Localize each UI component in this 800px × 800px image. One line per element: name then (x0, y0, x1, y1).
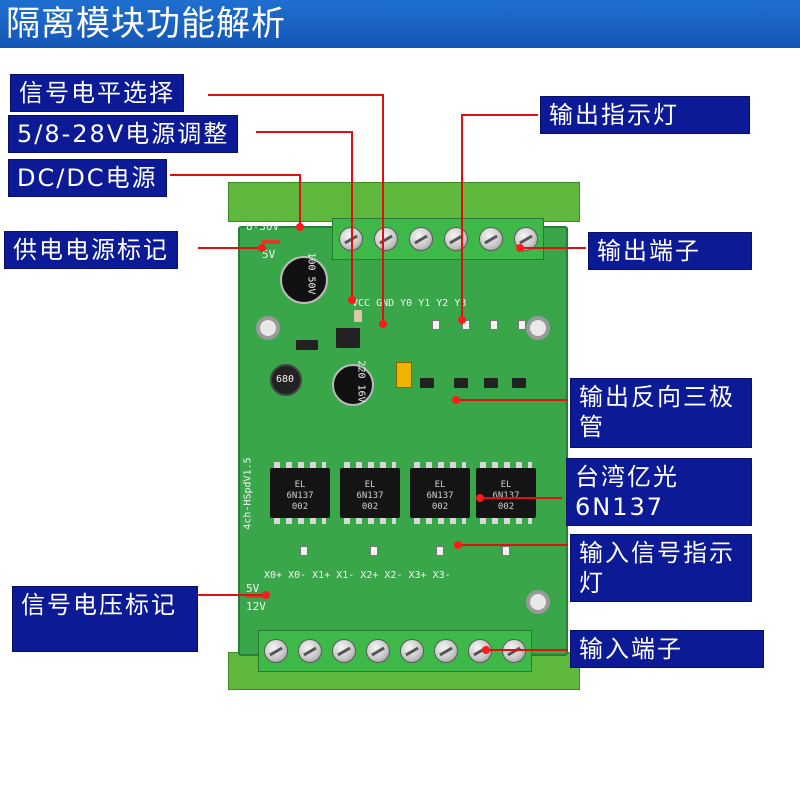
input-5v-label: 5V (246, 582, 260, 595)
page-title: 隔离模块功能解析 (6, 4, 286, 44)
output-terminal-block (332, 218, 544, 260)
input-led (300, 546, 308, 556)
trim-resistor (354, 310, 362, 322)
pcb: 8-30V 5V 100 50V 220 16V 680 VCC GND Y0 … (238, 220, 568, 656)
optocoupler-chip: EL 6N137 002 (340, 462, 400, 524)
terminal-screw (400, 639, 424, 663)
callout-signal-voltage-mark: 信号电压标记 (12, 586, 198, 652)
callout-output-indicator: 输出指示灯 (540, 96, 750, 134)
terminal-screw (443, 227, 468, 251)
transistor (512, 378, 526, 388)
callout-power-adjust: 5/8-28V电源调整 (8, 115, 239, 153)
terminal-screw (338, 227, 363, 251)
callout-output-transistor: 输出反向三极管 (570, 378, 752, 448)
callout-supply-mark: 供电电源标记 (4, 231, 178, 269)
terminal-screw (264, 639, 288, 663)
transistor (420, 378, 434, 388)
mount-hole (526, 590, 550, 614)
optocoupler-chip: EL 6N137 002 (410, 462, 470, 524)
leader-dcdc (170, 174, 301, 225)
terminal-screw (332, 639, 356, 663)
supply-range-label: 8-30V (246, 220, 280, 233)
input-led (436, 546, 444, 556)
electrolytic-capacitor: 100 50V (280, 252, 328, 304)
callout-optocoupler: 台湾亿光6N137 (566, 458, 752, 526)
callout-input-terminal: 输入端子 (570, 630, 764, 668)
leader-output-indicator (461, 114, 538, 318)
diode (296, 340, 318, 350)
input-12v-label: 12V (246, 600, 266, 613)
title-bar: 隔离模块功能解析 (0, 0, 800, 48)
transistor (484, 378, 498, 388)
terminal-screw (298, 639, 322, 663)
isolation-board-photo: 8-30V 5V 100 50V 220 16V 680 VCC GND Y0 … (228, 182, 580, 690)
terminal-screw (366, 639, 390, 663)
terminal-screw (434, 639, 458, 663)
signal-level-jumper (396, 362, 412, 388)
input-pin-labels: X0+ X0- X1+ X1- X2+ X2- X3+ X3- (264, 570, 451, 581)
output-led (490, 320, 498, 330)
terminal-screw (478, 227, 503, 251)
leader-signal-level (208, 94, 384, 322)
power-inductor: 680 (270, 364, 302, 396)
input-led (502, 546, 510, 556)
optocoupler-chip: EL 6N137 002 (476, 462, 536, 524)
supply-mark-red (262, 240, 280, 244)
leader-power-adjust (256, 131, 353, 298)
transistor (454, 378, 468, 388)
output-led (518, 320, 526, 330)
input-led (370, 546, 378, 556)
electrolytic-capacitor: 220 16V (332, 360, 374, 406)
optocoupler-chip: EL 6N137 002 (270, 462, 330, 524)
mount-hole (526, 316, 550, 340)
output-led (462, 320, 470, 330)
mount-hole (256, 316, 280, 340)
supply-5v-label: 5V (262, 248, 276, 261)
callout-dcdc-power: DC/DC电源 (8, 159, 167, 197)
terminal-screw (408, 227, 433, 251)
callout-signal-level-select: 信号电平选择 (10, 74, 184, 112)
callout-input-indicator: 输入信号指示灯 (570, 534, 752, 602)
output-led (432, 320, 440, 330)
output-pin-labels: VCC GND Y0 Y1 Y2 Y3 (352, 298, 467, 309)
callout-output-terminal: 输出端子 (588, 232, 752, 270)
dcdc-regulator-ic (336, 328, 360, 348)
terminal-screw (373, 227, 398, 251)
